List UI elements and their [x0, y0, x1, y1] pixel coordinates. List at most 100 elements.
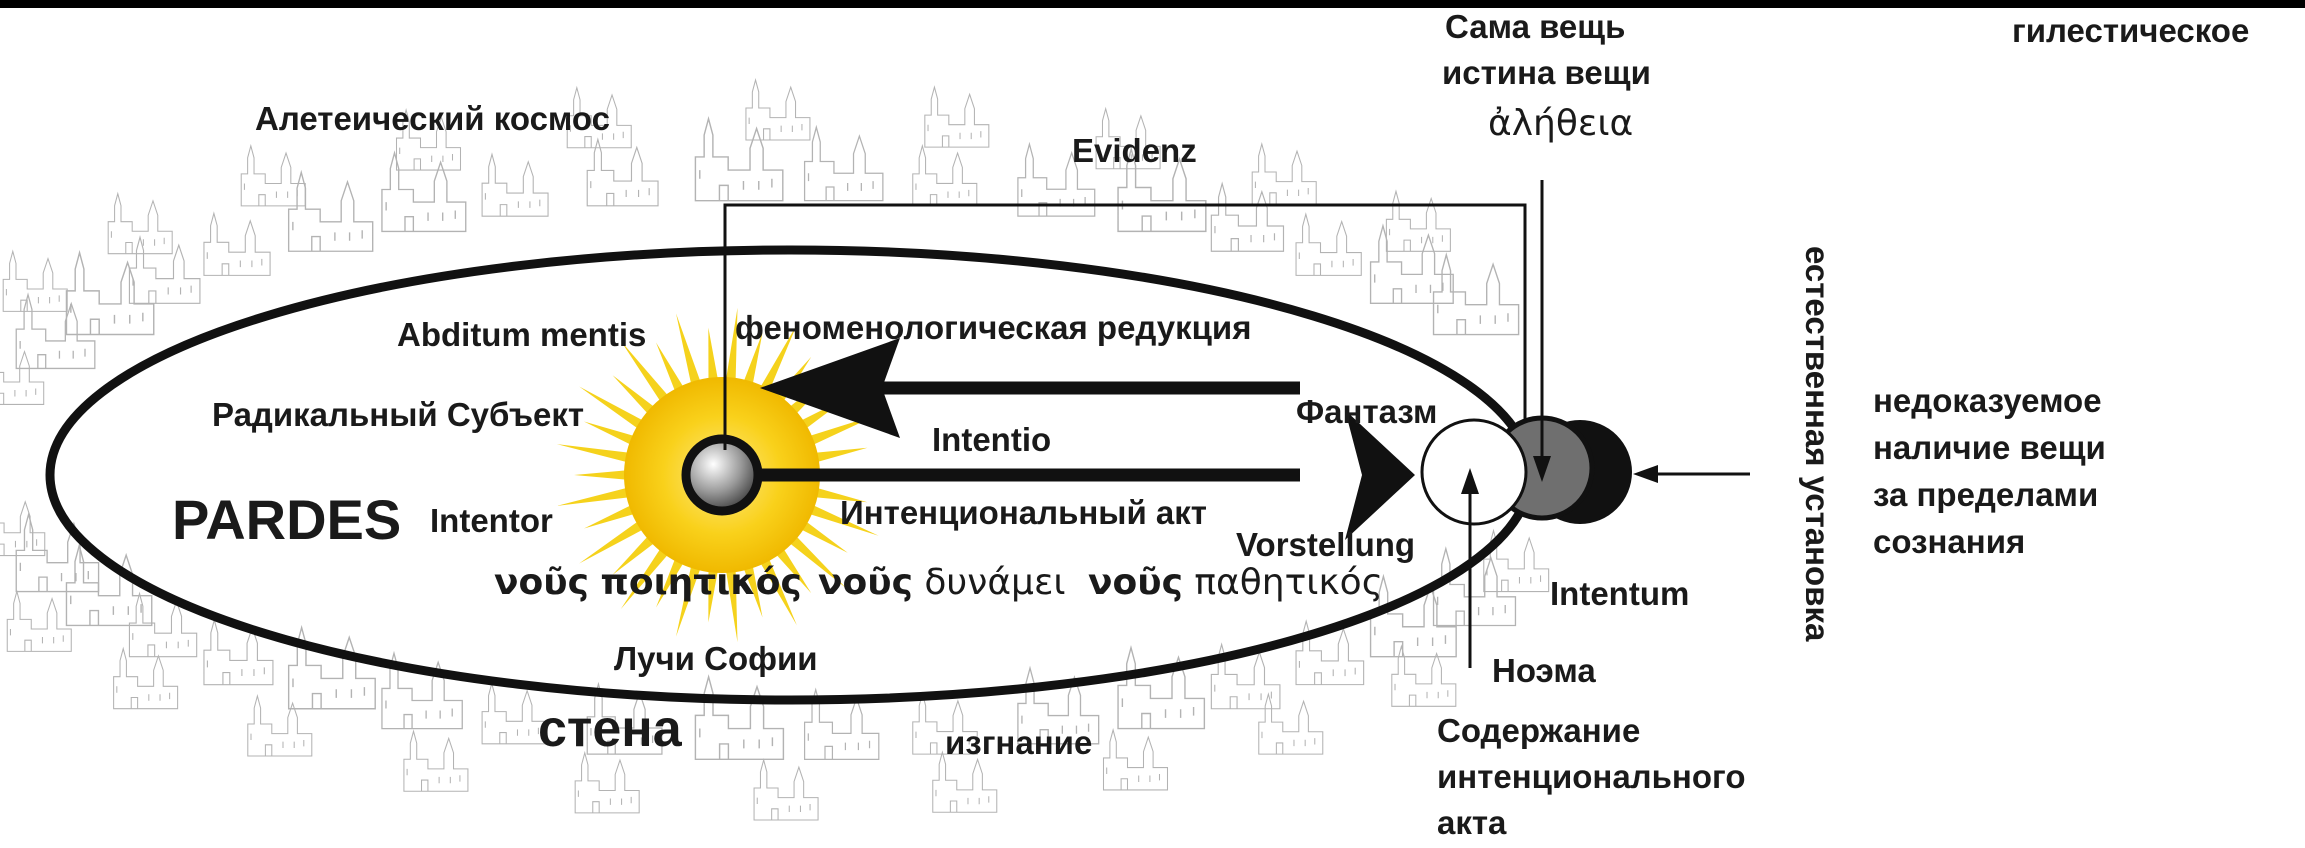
nous-dynamei-attr: δυνάμει	[924, 562, 1066, 603]
castle-sketch	[403, 729, 469, 792]
castle-sketch	[586, 137, 659, 207]
castle-sketch	[1432, 252, 1520, 336]
sun-ray	[656, 342, 686, 396]
label-phenomenological-reduction: феноменологическая редукция	[735, 309, 1252, 346]
sun-ray	[773, 545, 812, 594]
sun-ray	[574, 469, 631, 481]
intentional-arrow	[1345, 410, 1415, 540]
nous-word: νοῦς	[494, 562, 589, 603]
label-nous-poietikos: νοῦς ποιητικός	[494, 562, 802, 603]
castle-sketch	[2, 249, 68, 312]
castle-sketch	[107, 191, 173, 255]
subject-eye	[681, 434, 763, 516]
label-intentor: Intentor	[430, 502, 553, 539]
castle-sketch	[1095, 106, 1161, 170]
castle-sketch	[0, 500, 46, 557]
castle-sketch	[481, 152, 549, 217]
sun-ray	[676, 313, 702, 389]
sun-ray	[742, 561, 763, 618]
castle-sketch	[932, 750, 998, 813]
evidenz-line	[723, 203, 1527, 450]
label-pardes: PARDES	[172, 488, 402, 551]
sun-ray	[708, 327, 719, 384]
castle-sketch	[745, 77, 811, 141]
sun-ray	[676, 561, 702, 637]
castle-sketch	[65, 249, 155, 336]
castle-sketch	[1295, 212, 1362, 276]
castle-sketch	[65, 542, 153, 627]
label-aleteic-cosmos: Алетеический космос	[255, 100, 610, 137]
castle-sketch	[574, 750, 640, 814]
castle-sketch	[1102, 727, 1169, 791]
sun-ray	[786, 533, 847, 589]
castle-sketch	[1391, 644, 1457, 707]
castle-sketch	[1117, 146, 1207, 233]
sun-ray	[797, 519, 848, 553]
castle-sketch	[128, 234, 201, 304]
nous-pathetikos-attr: παθητικός	[1194, 562, 1383, 603]
sun-ray	[758, 324, 797, 396]
sun-ray	[612, 375, 658, 417]
reduction-arrow	[760, 338, 900, 438]
label-unprovable-line2: наличие вещи	[1873, 429, 2106, 466]
label-wall: стена	[538, 700, 682, 758]
castle-sketch	[15, 511, 100, 593]
sun-ray	[656, 554, 686, 608]
castle-sketch	[6, 589, 72, 652]
sun-ray	[579, 386, 647, 431]
castle-sketch	[113, 646, 179, 710]
castle-sketch	[753, 757, 819, 821]
sun-ray	[811, 447, 868, 464]
castle-sketch	[1017, 141, 1096, 217]
castle-sketch	[381, 650, 463, 730]
label-noema: Ноэма	[1492, 652, 1596, 689]
castle-sketch	[1295, 619, 1365, 686]
sun-ray	[556, 444, 633, 464]
label-radical-subject: Радикальный Субъект	[212, 396, 585, 433]
sun-ray	[583, 503, 639, 529]
castle-sketch	[1017, 665, 1100, 745]
label-nous-dynamei: νοῦς δυνάμει	[818, 562, 1066, 603]
castle-sketch	[481, 681, 547, 745]
castle-sketch	[924, 85, 990, 148]
castle-sketch	[694, 674, 785, 761]
castle-sketch	[1369, 573, 1457, 658]
label-thing-itself: Сама вещь	[1445, 8, 1626, 45]
sun-ray	[579, 519, 647, 564]
castle-sketch	[1385, 189, 1451, 252]
label-unprovable-line3: за пределами	[1873, 476, 2099, 513]
sun-ray	[612, 533, 658, 575]
castle-sketch	[803, 124, 884, 202]
castle-sketch	[912, 691, 978, 755]
castle-sketch	[1258, 692, 1324, 755]
label-evidenz: Evidenz	[1072, 132, 1197, 169]
label-intentional-act: Интенциональный акт	[840, 494, 1207, 531]
castle-sketch	[1251, 141, 1317, 205]
castle-sketch	[912, 143, 978, 207]
noema-circle	[1420, 418, 1528, 526]
label-unprovable-line4: сознания	[1873, 523, 2026, 560]
castle-sketch	[1432, 546, 1517, 627]
label-unprovable-line1: недоказуемое	[1873, 382, 2102, 419]
castle-sketch	[803, 687, 880, 760]
sun-ray	[708, 566, 719, 623]
label-phantasm: Фантазм	[1296, 393, 1438, 430]
castle-sketch	[1369, 223, 1454, 304]
sun-ray	[583, 421, 639, 447]
castle-sketch	[240, 143, 306, 207]
label-exile: изгнание	[945, 724, 1093, 761]
castle-sketch	[1117, 644, 1206, 730]
nous-poietikos-attr: ποιητικός	[600, 562, 802, 603]
castle-sketch	[566, 85, 632, 149]
castle-sketch	[203, 617, 274, 686]
sun-ray	[811, 486, 868, 503]
castle-sketch	[287, 624, 376, 710]
top-border	[0, 0, 2305, 8]
label-aletheia: ἀλήθεια	[1488, 103, 1634, 144]
label-gilestic: гилестическое	[2012, 12, 2250, 49]
castle-sketch	[1210, 181, 1285, 252]
sun-ray	[620, 545, 671, 610]
